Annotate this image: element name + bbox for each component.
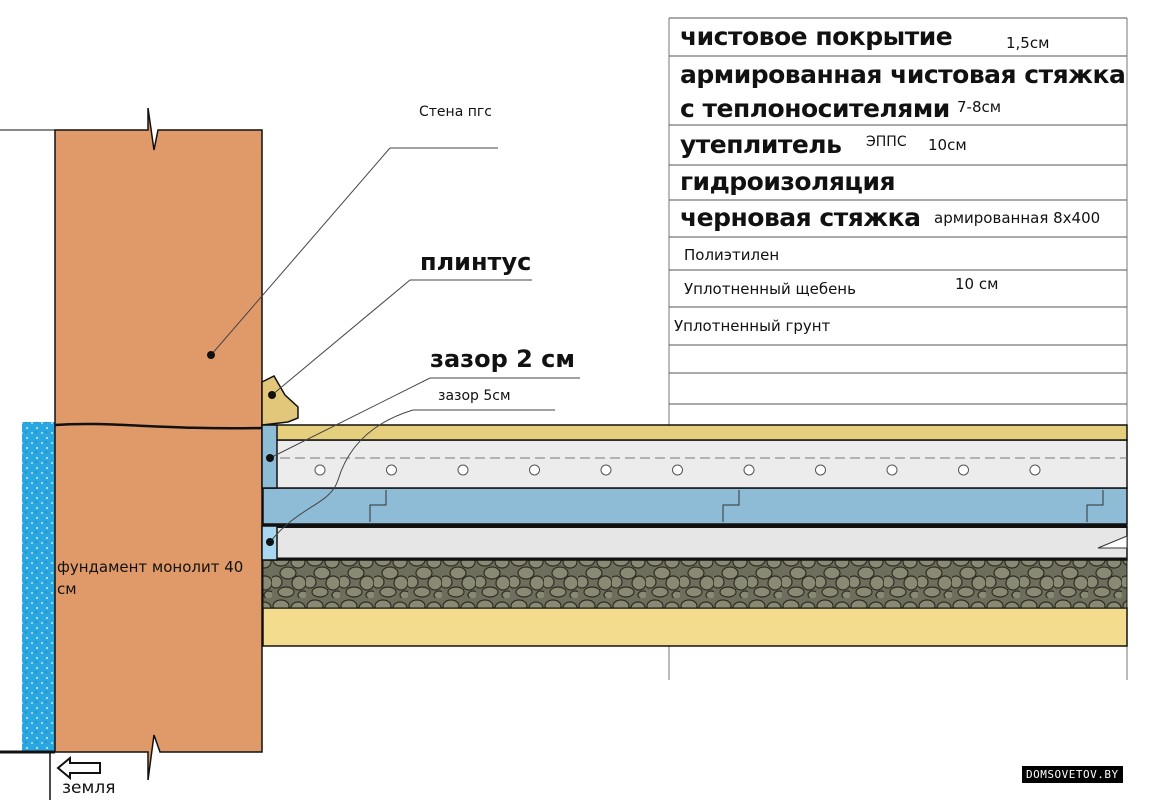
legend-rough-screed: черновая стяжка bbox=[680, 203, 921, 232]
heating-pipe bbox=[1029, 464, 1041, 476]
legend-screed-line1: армированная чистовая стяжка bbox=[680, 60, 1126, 89]
label-ground: земля bbox=[62, 778, 116, 798]
legend-insulation-value: 10см bbox=[928, 136, 967, 154]
heating-pipe bbox=[600, 464, 612, 476]
heating-pipe bbox=[386, 464, 397, 476]
label-gap-2cm: зазор 2 см bbox=[430, 345, 576, 373]
sand-layer bbox=[262, 607, 1128, 647]
legend-soil: Уплотненный грунт bbox=[674, 317, 831, 335]
legend-polyethylene: Полиэтилен bbox=[684, 246, 780, 264]
heating-pipe bbox=[743, 464, 755, 476]
gravel-layer bbox=[262, 559, 1128, 609]
label-plinth: плинтус bbox=[420, 248, 532, 276]
ground-arrow bbox=[56, 755, 101, 781]
legend-rough-screed-note: армированная 8х400 bbox=[934, 209, 1101, 227]
legend-finish-coating-value: 1,5см bbox=[1006, 34, 1050, 52]
heating-pipe bbox=[672, 464, 683, 476]
legend-screed-line2: с теплоносителями bbox=[680, 94, 950, 123]
legend-waterproofing: гидроизоляция bbox=[680, 167, 896, 196]
legend-insulation: утеплитель bbox=[680, 130, 842, 159]
heating-pipe bbox=[886, 464, 898, 476]
heating-pipe bbox=[958, 464, 969, 476]
foundation-waterproofing bbox=[22, 422, 55, 752]
rough-screed-layer bbox=[262, 525, 1128, 561]
heating-pipes bbox=[314, 464, 1041, 476]
heating-pipe bbox=[815, 464, 826, 476]
legend-screed-value: 7-8см bbox=[957, 98, 1002, 116]
heated-screed-layer bbox=[262, 439, 1128, 489]
wall bbox=[54, 107, 263, 781]
watermark: DOMSOVETOV.BY bbox=[1022, 766, 1123, 783]
heating-pipe bbox=[457, 464, 469, 476]
label-wall: Стена пгс bbox=[419, 104, 492, 120]
plinth bbox=[261, 375, 299, 426]
legend-finish-coating: чистовое покрытие bbox=[680, 22, 953, 51]
label-foundation: фундамент монолит 40 см bbox=[57, 558, 244, 598]
heating-pipe bbox=[529, 464, 540, 476]
legend-gravel-value: 10 см bbox=[955, 275, 999, 293]
insulation-layer bbox=[262, 487, 1128, 525]
legend-insulation-type: ЭППС bbox=[866, 134, 907, 150]
label-gap-5cm: зазор 5см bbox=[438, 388, 511, 404]
heating-pipe bbox=[314, 464, 326, 476]
legend-gravel: Уплотненный щебень bbox=[684, 280, 856, 298]
finish-coating-layer bbox=[262, 424, 1128, 441]
